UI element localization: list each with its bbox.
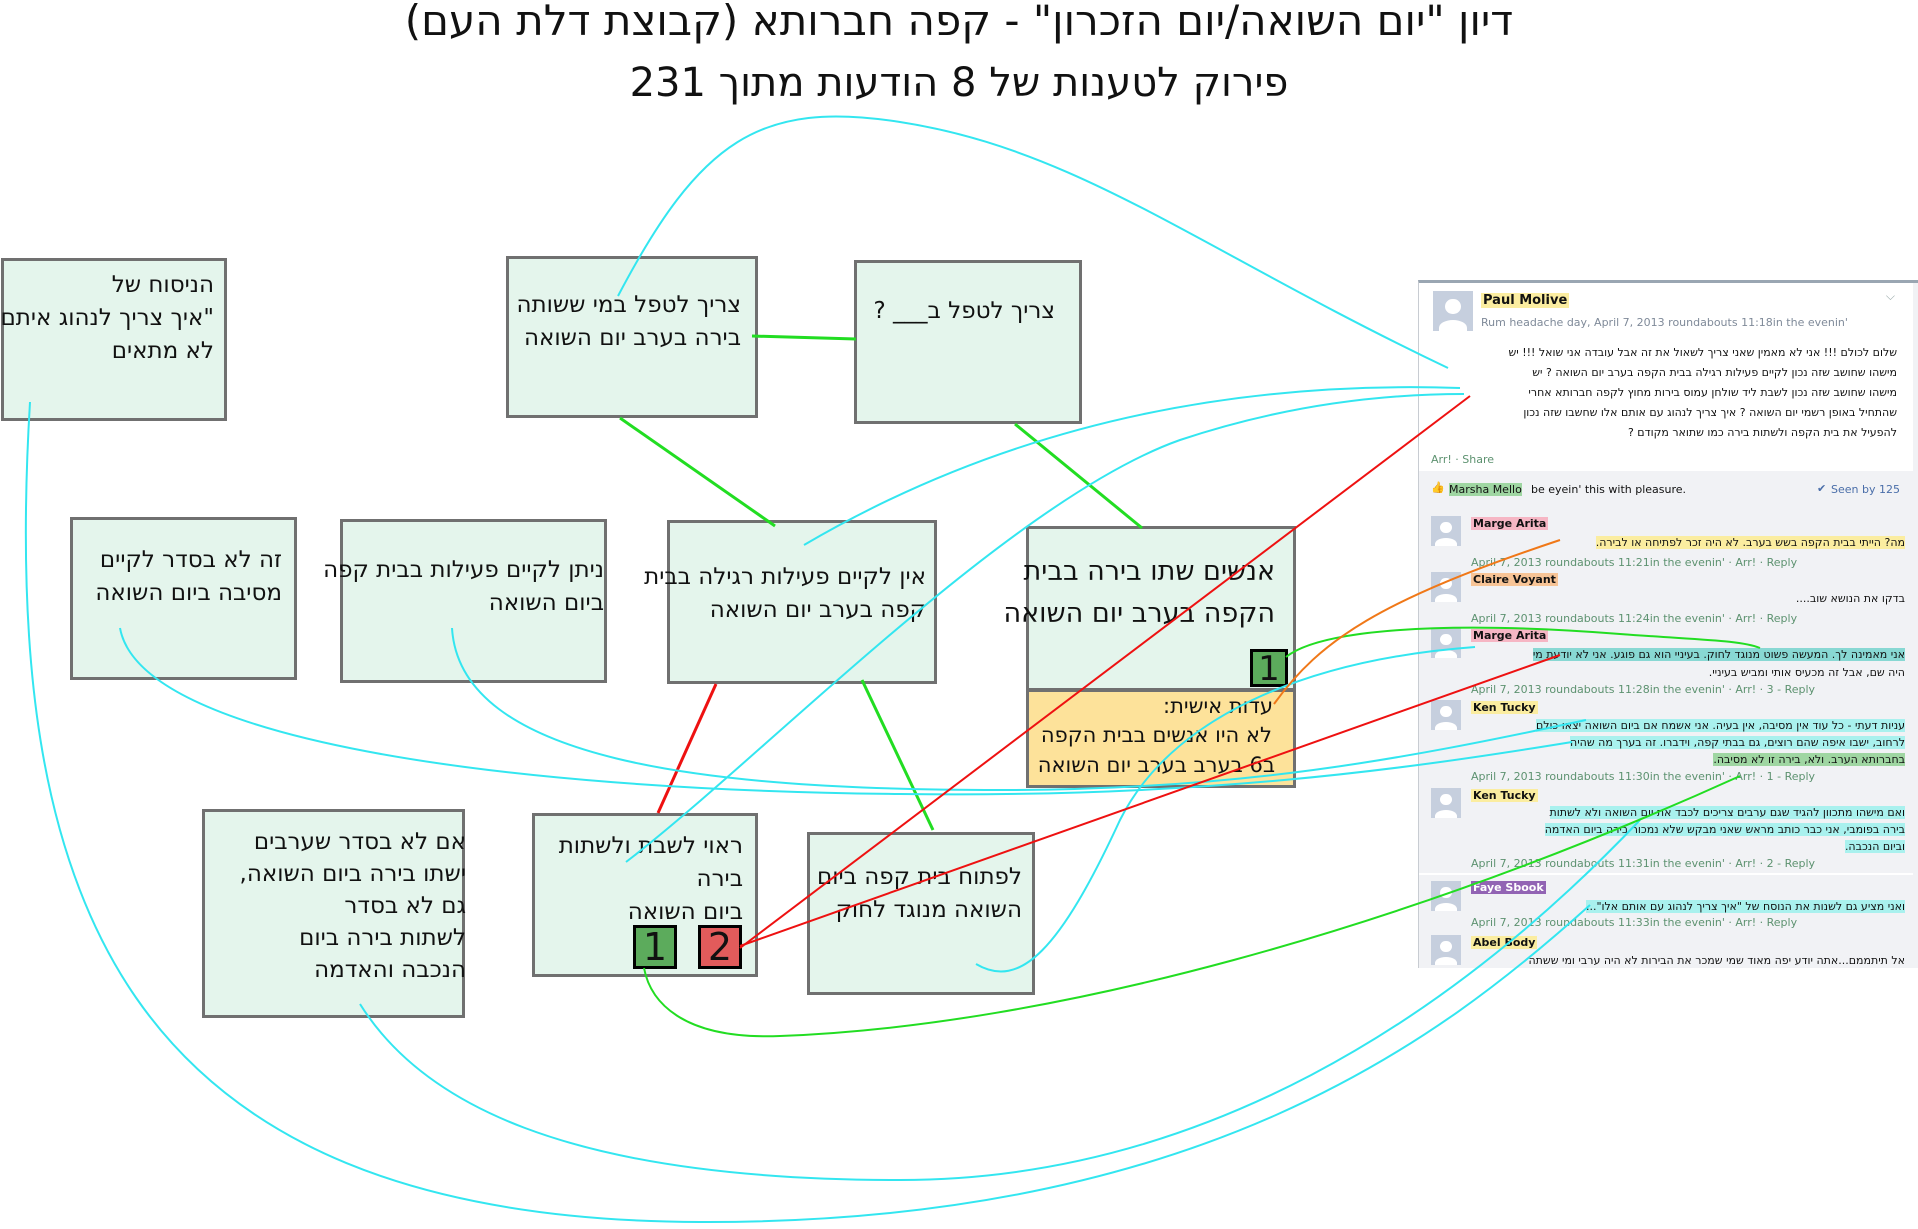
likes-bar: 👍 Marsha Mello be eyein' this with pleas… <box>1419 479 1913 503</box>
comment-meta[interactable]: April 7, 2013 roundabouts 11:21in the ev… <box>1471 556 1798 569</box>
badge-people-drank-1: 1 <box>1250 649 1288 687</box>
thumbs-up-icon: 👍 <box>1431 481 1445 494</box>
comment-author[interactable]: Marge Arita <box>1471 629 1549 642</box>
avatar <box>1431 881 1461 911</box>
comment-author[interactable]: Ken Tucky <box>1471 701 1538 714</box>
comment-text: לרחוב, ישבו איפה שהם רוצים, גם בבתי קפה,… <box>1570 736 1905 749</box>
post-line: שהתחיל באופן רשמי יום השואה ? איך צריך ל… <box>1523 406 1897 419</box>
diagram-title: דיון "יום השואה/יום הזכרון" - קפה חברותא… <box>404 0 1514 45</box>
comment-text: ואני מציע גם לשנות את הנוסח של "איך צריך… <box>1585 900 1905 913</box>
comment-text: בדקו את הנושא שוב.... <box>1795 592 1905 605</box>
avatar <box>1431 516 1461 546</box>
post-meta: Rum headache day, April 7, 2013 roundabo… <box>1481 316 1848 329</box>
badge-ok-sit-2: 2 <box>698 925 742 969</box>
box-handle-blank: צריך לטפל ב___ ? <box>854 260 1082 424</box>
link-cant-hold-to-open-against-law <box>860 679 935 831</box>
comment-text: עניות דעתי - כל עוד אין מסיבה, אין בעיה.… <box>1535 719 1905 732</box>
box-nusach: הניסוח של"איך צריך לנהוג איתם"לא מתאים <box>0 258 227 421</box>
comment-meta[interactable]: April 7, 2013 roundabouts 11:28in the ev… <box>1471 683 1816 696</box>
comment-text: היה שם, אבל זה מכעיס אותי ומביש בעיניי. <box>1708 666 1905 679</box>
testimony-header: עדות אישית: <box>1163 694 1273 718</box>
comment-text: אני מאמינה לך. המעשה פשוט מנוגד לחוק. בע… <box>1532 648 1905 661</box>
avatar <box>1431 628 1461 658</box>
link-handle-to-people-drank <box>1014 422 1143 530</box>
comment-author[interactable]: Ken Tucky <box>1471 789 1538 802</box>
comment-text: בחברותא הערב. ולא, בירה זו לא מסיבה. <box>1713 753 1905 766</box>
post-line: להפעיל את בית הקפה ולשתות בירה כמו שתואר… <box>1627 426 1897 439</box>
avatar <box>1433 291 1473 331</box>
post-author: Paul Molive <box>1481 293 1570 308</box>
comment-text: אל תיתממם...אתה יודע יפה מאוד שמי שמכר א… <box>1528 954 1906 967</box>
avatar <box>1431 788 1461 818</box>
diagram-subtitle: פירוק לטענות של 8 הודעות מתוך 231 <box>629 60 1289 106</box>
comment-text: וביום הנכבה. <box>1844 840 1905 853</box>
comment-author[interactable]: Claire Voyant <box>1471 573 1558 586</box>
discussion-feed-screenshot: Paul Molive Rum headache day, April 7, 2… <box>1418 280 1918 968</box>
comment-meta[interactable]: April 7, 2013 roundabouts 11:31in the ev… <box>1471 857 1816 870</box>
seen-count: Seen by 125 <box>1831 483 1900 496</box>
post-line: שלום לכולם !!! אני לא מאמין שאני צריך לש… <box>1508 346 1897 359</box>
comment-author[interactable]: Abel Body <box>1471 936 1538 949</box>
comment-author[interactable]: Marge Arita <box>1471 517 1549 530</box>
avatar <box>1431 935 1461 965</box>
comment-meta[interactable]: April 7, 2013 roundabouts 11:24in the ev… <box>1471 612 1798 625</box>
original-post: Paul Molive Rum headache day, April 7, 2… <box>1419 283 1913 471</box>
link-can-hold-to-ken <box>451 627 1587 792</box>
comment-text: מה? הייתי בבית הקפה בשש בערב. לא היה זכר… <box>1595 536 1905 549</box>
link-cant-hold-to-ok-sit-red <box>656 683 718 814</box>
chevron-down-icon[interactable]: ⌵ <box>1885 289 1895 303</box>
post-line: מישהו שחושב שזה נכון לשבת ליד שולחן עמוס… <box>1528 386 1897 399</box>
comment-author[interactable]: Faye Sbook <box>1471 881 1546 894</box>
link-who-drank-to-handle <box>751 334 857 341</box>
check-icon: ✔ <box>1817 482 1827 495</box>
link-who-drank-to-cant-hold <box>619 416 776 528</box>
post-line: מישהו שחושב שזה נכון לקיים פעילות רגילה … <box>1532 366 1897 379</box>
badge-ok-sit-1: 1 <box>633 925 677 969</box>
comment-meta[interactable]: April 7, 2013 roundabouts 11:33in the ev… <box>1471 916 1798 929</box>
post-actions[interactable]: Arr! · Share <box>1431 453 1495 466</box>
like-text: be eyein' this with pleasure. <box>1531 483 1687 496</box>
like-name[interactable]: Marsha Mello <box>1449 483 1522 496</box>
comment-meta[interactable]: April 7, 2013 roundabouts 11:30in the ev… <box>1471 770 1816 783</box>
avatar <box>1431 572 1461 602</box>
avatar <box>1431 700 1461 730</box>
